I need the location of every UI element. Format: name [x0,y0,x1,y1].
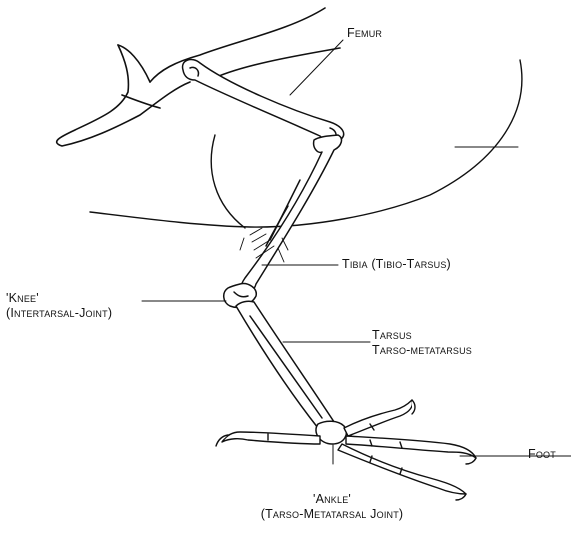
femur-bone [183,59,344,142]
label-tarsus-line1: Tarsus [372,328,472,343]
label-femur: Femur [347,26,382,41]
label-tibia: Tibia (Tibio-Tarsus) [342,257,451,272]
label-ankle-line1: 'Ankle' [232,492,432,507]
label-knee-line1: 'Knee' [6,291,112,306]
toes [216,400,476,500]
label-tarsus-line2: Tarso-metatarsus [372,343,472,358]
label-ankle-line2: (Tarso-Metatarsal Joint) [232,507,432,522]
label-foot: Foot [528,447,556,462]
label-knee-line2: (Intertarsal-Joint) [6,306,112,321]
label-ankle: 'Ankle' (Tarso-Metatarsal Joint) [232,492,432,522]
tibia-bone [241,135,342,294]
leader-lines [142,40,571,464]
label-tarsus: Tarsus Tarso-metatarsus [372,328,472,358]
tarsus-bone [236,301,338,434]
label-knee: 'Knee' (Intertarsal-Joint) [6,291,112,321]
leader-femur [290,40,343,95]
